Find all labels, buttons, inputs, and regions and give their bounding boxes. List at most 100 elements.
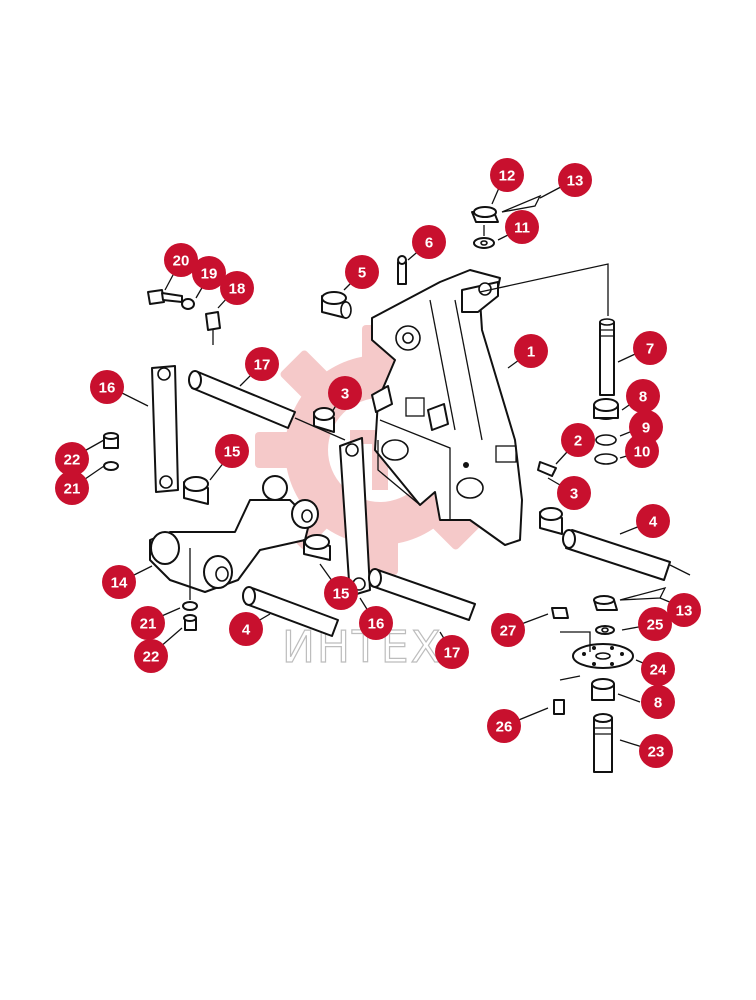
callout-23: 23	[639, 734, 673, 768]
callout-badge	[636, 504, 670, 538]
callout-11: 11	[505, 210, 539, 244]
callout-number: 16	[368, 616, 385, 633]
bracket-14-part	[149, 475, 319, 600]
callout-number: 4	[242, 622, 251, 639]
callout-number: 17	[254, 357, 271, 374]
callout-badge	[641, 652, 675, 686]
nut-washer-top-part	[471, 194, 542, 249]
callout-2: 2	[561, 423, 595, 457]
callout-15: 15	[215, 434, 249, 468]
callout-badge	[491, 613, 525, 647]
pin-4-left-part	[242, 586, 339, 637]
callout-badge	[90, 370, 124, 404]
callout-number: 15	[224, 444, 241, 461]
callout-4: 4	[229, 612, 263, 646]
bushing-15-left-part	[183, 476, 209, 505]
callout-badge	[134, 639, 168, 673]
callout-number: 21	[140, 616, 157, 633]
callout-badge	[505, 210, 539, 244]
pin-17-upper-part	[188, 370, 346, 441]
callout-number: 12	[499, 168, 516, 185]
callout-badge	[633, 331, 667, 365]
callout-25: 25	[638, 607, 672, 641]
callout-17: 17	[435, 635, 469, 669]
callout-26: 26	[487, 709, 521, 743]
callout-badge	[626, 379, 660, 413]
grease-fitting-2-part	[537, 461, 557, 477]
callout-number: 22	[64, 452, 81, 469]
callout-number: 9	[642, 420, 650, 437]
callout-badge	[639, 734, 673, 768]
bolt-22-lower-part	[182, 601, 198, 631]
callout-badge	[328, 376, 362, 410]
callout-number: 21	[64, 481, 81, 498]
callout-number: 1	[527, 344, 535, 361]
callout-13: 13	[667, 593, 701, 627]
callout-number: 2	[574, 433, 582, 450]
callout-number: 8	[639, 389, 647, 406]
callout-number: 5	[358, 265, 366, 282]
pin-4-right-part	[562, 529, 691, 581]
callout-20: 20	[164, 243, 198, 277]
callout-badge	[558, 163, 592, 197]
callout-1: 1	[514, 334, 548, 368]
callout-badge	[245, 347, 279, 381]
callout-badge	[192, 256, 226, 290]
callout-27: 27	[491, 613, 525, 647]
callout-16: 16	[90, 370, 124, 404]
link-16-right-part	[339, 437, 371, 597]
pin-17-lower-part	[368, 568, 476, 621]
callout-17: 17	[245, 347, 279, 381]
callout-19: 19	[192, 256, 226, 290]
callout-number: 11	[514, 220, 530, 237]
callout-badge	[229, 612, 263, 646]
callout-number: 3	[341, 386, 349, 403]
callout-7: 7	[633, 331, 667, 365]
callout-21: 21	[55, 471, 89, 505]
callout-24: 24	[641, 652, 675, 686]
callout-badge	[215, 434, 249, 468]
main-frame-part	[371, 269, 523, 546]
callout-badge	[641, 685, 675, 719]
callout-number: 19	[201, 266, 218, 283]
spacer-stack-part	[593, 398, 619, 465]
grease-fitting-6-part	[397, 255, 407, 285]
callout-number: 4	[649, 514, 658, 531]
callout-badge	[561, 423, 595, 457]
bushing-3-right-part	[539, 507, 563, 535]
callout-15: 15	[324, 576, 358, 610]
callout-14: 14	[102, 565, 136, 599]
callout-number: 22	[143, 649, 160, 666]
callout-badge	[557, 476, 591, 510]
bushing-3-left-part	[313, 407, 335, 433]
callout-6: 6	[412, 225, 446, 259]
callout-number: 13	[676, 603, 693, 620]
callout-badge	[514, 334, 548, 368]
callout-badge	[345, 255, 379, 289]
callout-4: 4	[636, 504, 670, 538]
callout-number: 16	[99, 380, 116, 397]
bushing-5-part	[321, 291, 352, 319]
callout-number: 27	[500, 623, 517, 640]
callout-number: 3	[570, 486, 578, 503]
callout-number: 25	[647, 617, 664, 634]
pin-7-part	[479, 263, 615, 396]
callout-badge	[487, 709, 521, 743]
callout-badge	[412, 225, 446, 259]
callout-21: 21	[131, 606, 165, 640]
callout-badge	[625, 434, 659, 468]
callout-badge	[131, 606, 165, 640]
callout-22: 22	[55, 442, 89, 476]
callout-3: 3	[557, 476, 591, 510]
callout-number: 15	[333, 586, 350, 603]
callout-badge	[164, 243, 198, 277]
callout-5: 5	[345, 255, 379, 289]
lower-hardware-part	[551, 587, 667, 773]
callout-number: 13	[567, 173, 584, 190]
fitting-18-part	[205, 311, 221, 345]
callout-18: 18	[220, 271, 254, 305]
callout-number: 17	[444, 645, 461, 662]
callout-number: 18	[229, 281, 246, 298]
